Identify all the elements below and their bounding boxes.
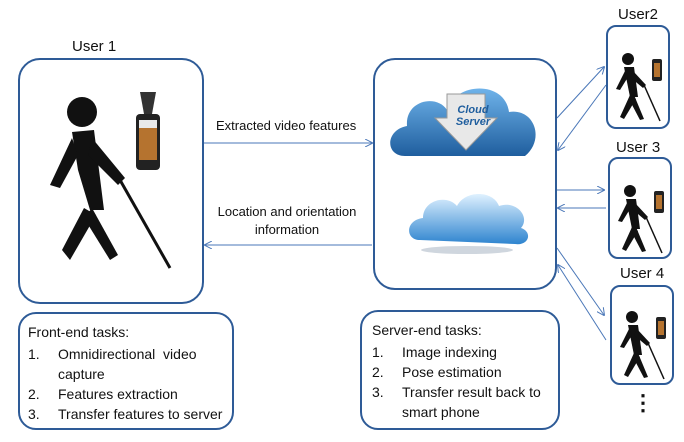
- front-end-tasks-list: 1. Omnidirectional video capture 2. Featur…: [28, 344, 228, 424]
- front-end-tasks-title: Front-end tasks:: [28, 324, 130, 340]
- list-item-number: 3.: [372, 384, 384, 400]
- server-end-tasks-title: Server-end tasks:: [372, 322, 482, 338]
- list-item-number: 1.: [372, 344, 384, 360]
- arrow-server-user4: [556, 247, 604, 315]
- list-item-number: 2.: [372, 364, 384, 380]
- blind-user-icon: [50, 97, 172, 269]
- list-item-text: Features extraction: [58, 386, 178, 402]
- cloud-server-icon: [390, 88, 536, 156]
- list-item-text: Omnidirectional video capture: [58, 346, 201, 382]
- user3-label: User 3: [616, 139, 661, 156]
- cloud-server-label: Cloud Server: [455, 104, 491, 128]
- blind-user-small-icon: [616, 53, 662, 122]
- list-item-text: Transfer features to server: [58, 406, 223, 422]
- list-item-number: 1.: [28, 346, 40, 362]
- arrow-server-user2: [556, 67, 604, 119]
- list-item-text: Transfer result back to smart phone: [402, 384, 541, 420]
- blind-user-small-icon: [618, 185, 664, 254]
- cloud-icon: [409, 194, 529, 254]
- user1-panel: [18, 58, 204, 304]
- user2-panel: [606, 25, 670, 129]
- user3-panel: [608, 157, 672, 259]
- list-item: 2. Features extraction: [28, 384, 228, 404]
- user2-label: User2: [618, 6, 659, 23]
- list-item: 3. Transfer features to server: [28, 404, 228, 424]
- more-users-ellipsis: ⋮: [632, 390, 654, 415]
- arrow-user2-server: [558, 84, 607, 150]
- list-item: 1. Omnidirectional video capture: [28, 344, 228, 384]
- server-end-tasks-list: 1. Image indexing 2. Pose estimation 3. Tra…: [372, 342, 558, 422]
- blind-user-small-icon: [620, 311, 666, 380]
- smartphone-icon: [134, 92, 162, 172]
- front-end-tasks-panel: Front-end tasks: 1. Omnidirectional video…: [18, 312, 234, 430]
- arrow-label-location: Location and orientation information: [217, 204, 357, 237]
- list-item: 2. Pose estimation: [372, 362, 558, 382]
- server-end-tasks-panel: Server-end tasks: 1. Image indexing 2. Pos…: [360, 310, 560, 430]
- list-item-number: 3.: [28, 406, 40, 422]
- server-panel: Cloud Server: [373, 58, 557, 290]
- list-item: 1. Image indexing: [372, 342, 558, 362]
- list-item-number: 2.: [28, 386, 40, 402]
- arrow-user4-server: [558, 265, 607, 341]
- user1-label: User 1: [72, 38, 117, 55]
- list-item-text: Pose estimation: [402, 364, 502, 380]
- user4-panel: [610, 285, 674, 385]
- user4-label: User 4: [620, 265, 665, 282]
- list-item-text: Image indexing: [402, 344, 497, 360]
- arrow-label-features: Extracted video features: [216, 118, 357, 133]
- list-item: 3. Transfer result back to smart phone: [372, 382, 558, 422]
